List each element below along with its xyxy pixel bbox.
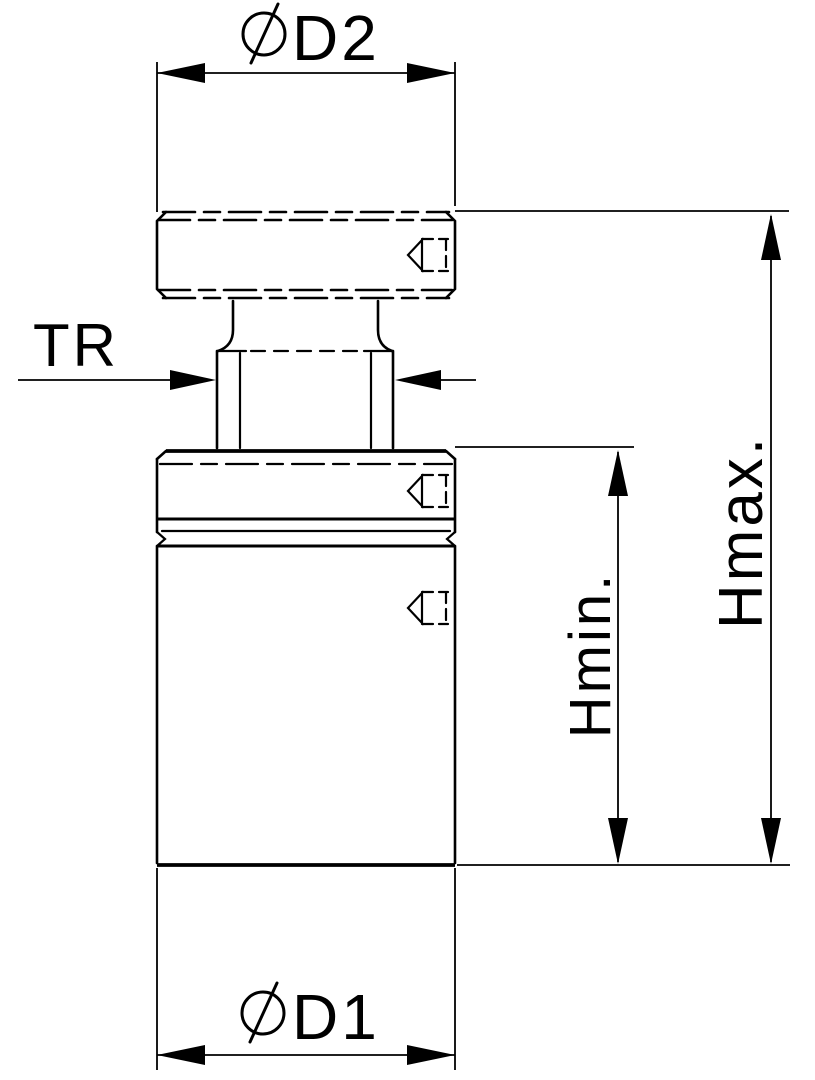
hmin-dimension: Hmin. <box>455 446 634 864</box>
hmin-label: Hmin. <box>558 572 623 738</box>
spindle <box>215 299 395 450</box>
thread-outer-lines <box>215 349 395 450</box>
hmin-arrow-up-icon <box>608 450 628 496</box>
body-top-chamfers <box>155 449 457 461</box>
set-screw-top <box>406 237 450 273</box>
d1-dimension: D1 <box>156 868 456 1070</box>
d2-label: D2 <box>292 2 380 74</box>
diameter-icon <box>240 981 286 1044</box>
set-screw-body <box>420 237 450 273</box>
nut-top-edge-lines <box>156 210 454 222</box>
groove-notches <box>155 530 457 548</box>
body <box>155 449 790 867</box>
d1-arrow-right-icon <box>407 1045 455 1065</box>
set-screw-bottom <box>406 590 450 626</box>
tr-dimension: TR <box>18 312 476 390</box>
d1-label: D1 <box>292 981 380 1053</box>
tr-arrow-left-icon <box>395 370 441 390</box>
spindle-neck-right <box>376 299 394 353</box>
thread-core-lines <box>238 351 373 450</box>
hmax-arrow-down-icon <box>761 818 781 864</box>
hmax-label: Hmax. <box>707 435 776 629</box>
nut-bottom-edge-lines <box>156 288 454 300</box>
hmax-arrow-up-icon <box>761 214 781 260</box>
tr-arrow-right-icon <box>170 370 216 390</box>
hmin-arrow-down-icon <box>608 818 628 864</box>
set-screw-cone <box>406 237 424 273</box>
set-screw-cone <box>406 590 424 626</box>
body-side-edges <box>155 457 457 865</box>
top-nut <box>155 210 457 300</box>
set-screw-middle <box>406 473 450 509</box>
diameter-icon <box>241 2 287 65</box>
d1-arrow-left-icon <box>157 1045 205 1065</box>
hmax-dimension: Hmax. <box>455 210 789 864</box>
tr-label: TR <box>33 312 119 379</box>
d2-arrow-left-icon <box>157 63 205 83</box>
set-screw-body <box>420 590 450 626</box>
nut-outline <box>155 210 457 300</box>
d2-arrow-right-icon <box>407 63 455 83</box>
set-screw-body <box>420 473 450 509</box>
spindle-neck-left <box>216 299 235 353</box>
d2-dimension: D2 <box>156 2 456 212</box>
set-screw-cone <box>406 473 424 509</box>
